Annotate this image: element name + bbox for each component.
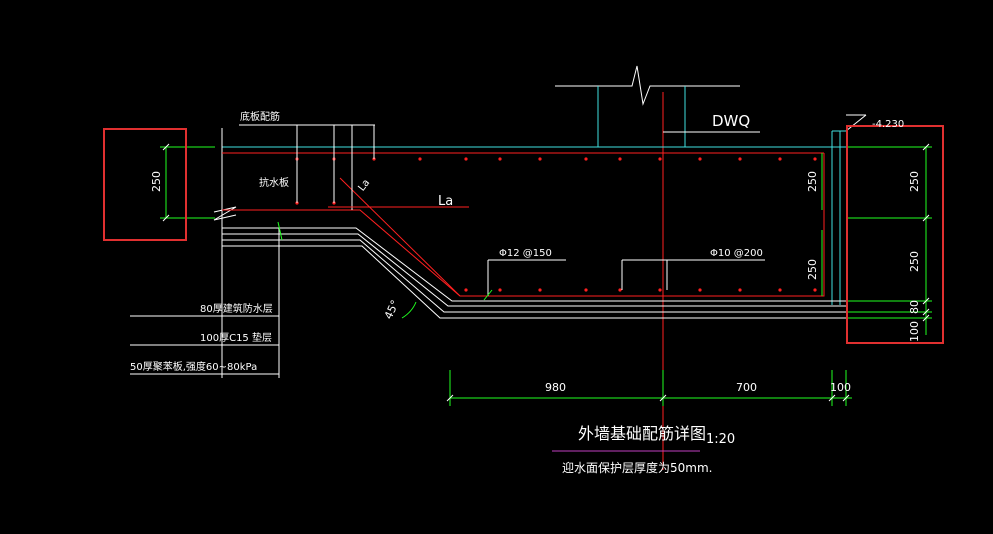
foundation-outline (222, 130, 846, 305)
dim-bottom-700: 700 (736, 381, 757, 394)
dim-bottom-980: 980 (545, 381, 566, 394)
drawing-scale: 1:20 (706, 432, 735, 447)
dim-right-250-mid: 250 (908, 251, 921, 272)
drawing-title: 外墙基础配筋详图 (578, 424, 706, 443)
dim-left-250: 250 (150, 171, 163, 192)
label-angle: 45° (382, 298, 402, 321)
label-anti-float-plate: 抗水板 (259, 176, 289, 189)
wall-above (555, 65, 760, 147)
rebar-dots (295, 157, 817, 292)
label-rebar-left: Φ12 @150 (499, 248, 552, 259)
rebar-lines (222, 152, 825, 297)
highlight-box-left (103, 128, 187, 241)
label-rebar-right: Φ10 @200 (710, 248, 763, 259)
drawing-note: 迎水面保护层厚度为50mm. (562, 460, 712, 475)
break-symbol (213, 206, 237, 221)
dimension-lines (160, 146, 932, 406)
dimension-ticks (162, 143, 930, 402)
label-la-diag: La (356, 177, 372, 193)
dim-plate-top-250: 250 (806, 171, 819, 192)
label-bottom-plate-rebar: 底板配筋 (240, 110, 280, 123)
label-elevation: -4.230 (872, 119, 904, 130)
leader-lines (130, 114, 867, 375)
label-layer-cushion: 100厚C15 垫层 (200, 331, 272, 344)
label-layer-polystyrene: 50厚聚苯板,强度60~80kPa (130, 360, 257, 373)
highlight-box-right (846, 125, 944, 344)
dim-right-80: 80 (908, 300, 921, 314)
slab-layers (221, 147, 846, 378)
label-dwq: DWQ (712, 112, 750, 130)
dim-plate-bottom-250: 250 (806, 259, 819, 280)
dim-bottom-100: 100 (830, 381, 851, 394)
label-la-horiz: La (438, 194, 453, 209)
dim-right-250-top: 250 (908, 171, 921, 192)
dim-right-100: 100 (908, 321, 921, 342)
label-layer-waterproof: 80厚建筑防水层 (200, 302, 273, 315)
angle-arc (401, 301, 417, 319)
